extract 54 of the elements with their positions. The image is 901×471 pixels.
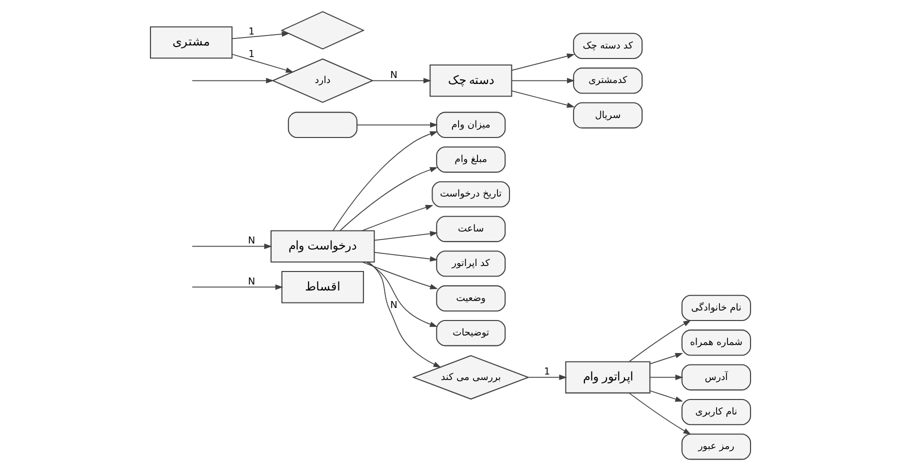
edge-label: 1 xyxy=(544,366,550,378)
arrow xyxy=(356,122,438,128)
node-box: کدمشتری xyxy=(573,68,643,94)
arrow xyxy=(650,390,684,402)
node-box: توضیحات xyxy=(436,320,506,346)
arrow xyxy=(512,54,575,71)
node-box: رمز عبور xyxy=(681,434,752,460)
edge-label: N xyxy=(248,276,256,288)
arrow xyxy=(372,78,432,84)
node-box: مبلغ وام xyxy=(436,146,506,173)
arrow xyxy=(628,320,692,362)
node-box: آدرس xyxy=(681,364,752,390)
arrow xyxy=(512,78,575,84)
node-box: نام کاربری xyxy=(681,398,752,426)
arrow xyxy=(340,167,438,231)
edge-label: 1 xyxy=(248,49,255,60)
arrow xyxy=(332,131,438,231)
arrow xyxy=(628,392,692,435)
edge-label: 1 xyxy=(248,26,255,38)
node-box: کد اپراتور xyxy=(436,250,506,277)
node-box: ساعت xyxy=(436,216,506,242)
node-box: میزان وام xyxy=(436,112,506,138)
arrow xyxy=(232,54,294,73)
arrow xyxy=(528,374,567,380)
node-box: اقساط xyxy=(281,270,364,304)
node-box: کد دسته چک xyxy=(573,32,643,60)
arrow xyxy=(374,231,438,241)
node-oval xyxy=(288,112,358,138)
node-box: اپراتور وام xyxy=(565,361,650,394)
edge-label: N xyxy=(390,70,398,81)
arrow xyxy=(232,31,290,40)
node-box: دسته چک xyxy=(430,64,512,97)
node-box: تاریخ درخواست xyxy=(432,181,510,208)
node-box: شماره همراه xyxy=(681,330,752,356)
edge-label: N xyxy=(390,300,398,311)
arrow xyxy=(192,244,272,250)
node-diamond: بررسی می کند xyxy=(412,355,530,400)
node-box: سریال xyxy=(573,102,643,128)
arrow xyxy=(362,204,434,232)
arrow xyxy=(650,374,684,380)
node-box: وضعیت xyxy=(436,285,506,312)
arrow xyxy=(362,262,438,290)
node-box: مشتری xyxy=(150,26,233,59)
arrow xyxy=(366,262,438,327)
edge-label: N xyxy=(248,236,256,247)
arrow xyxy=(512,90,575,108)
arrow xyxy=(192,284,284,290)
node-box: درخواست وام xyxy=(270,230,375,262)
node-box: نام خانوادگی xyxy=(681,294,752,322)
arrow xyxy=(192,78,274,84)
node-diamond: دارد xyxy=(271,58,374,103)
arrow xyxy=(374,252,438,262)
arrow xyxy=(650,352,684,364)
arrow xyxy=(368,262,442,368)
